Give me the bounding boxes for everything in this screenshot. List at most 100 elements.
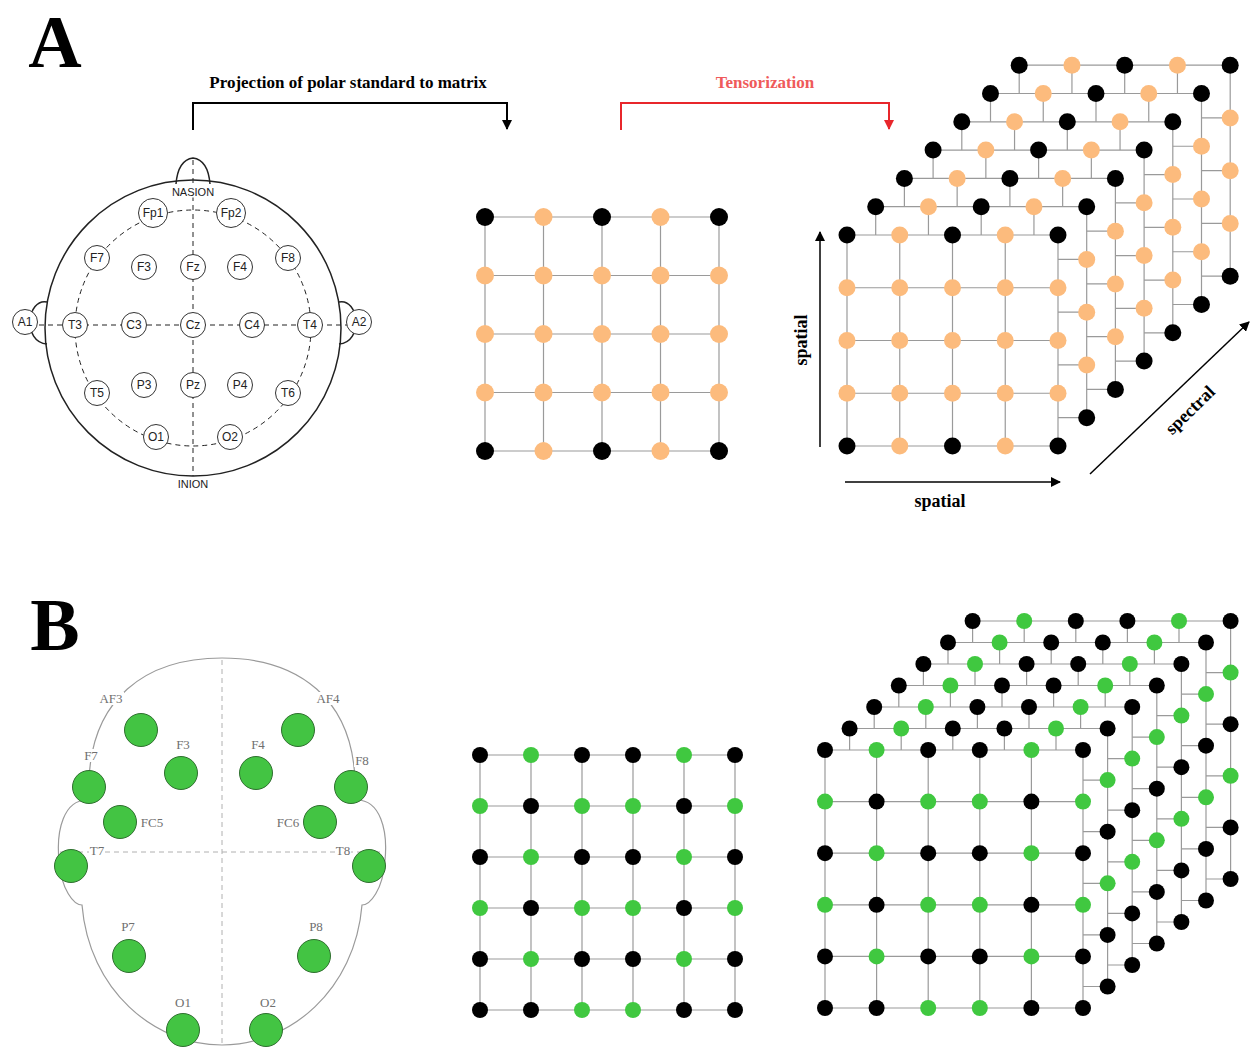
panel-letter: A — [28, 5, 81, 79]
grid-dot — [997, 279, 1014, 296]
grid-dot — [1107, 328, 1124, 345]
grid-dot — [1164, 219, 1181, 236]
electrode-label: F8 — [281, 252, 295, 264]
grid-dot — [625, 1002, 641, 1018]
grid-dot — [727, 849, 743, 865]
grid-dot — [1023, 845, 1039, 861]
grid-dot — [1025, 198, 1042, 215]
grid-dot — [1173, 759, 1189, 775]
grid-line — [825, 853, 1083, 854]
grid-dot — [1173, 811, 1189, 827]
grid-dot — [676, 951, 692, 967]
grid-line — [480, 856, 735, 857]
grid-line — [899, 685, 1157, 686]
electrode-label: Fz — [186, 261, 199, 273]
grid-dot — [1043, 635, 1059, 651]
grid-dot — [972, 845, 988, 861]
grid-dot — [920, 845, 936, 861]
grid-dot — [574, 1002, 590, 1018]
annotation: INION — [176, 479, 211, 490]
grid-line — [1082, 750, 1083, 1008]
grid-dot — [896, 170, 913, 187]
grid-dot — [593, 267, 611, 285]
grid-dot — [1124, 751, 1140, 767]
electrode-dot: P7 — [112, 939, 146, 973]
grid-dot — [1149, 729, 1165, 745]
grid-dot — [1073, 699, 1089, 715]
grid-dot — [472, 849, 488, 865]
grid-dot — [710, 384, 728, 402]
grid-dot — [652, 208, 670, 226]
grid-dot — [997, 385, 1014, 402]
grid-dot — [992, 635, 1008, 651]
grid-dot — [1048, 721, 1064, 737]
grid-line — [825, 801, 1083, 802]
electrode-label: T5 — [90, 387, 104, 399]
grid-dot — [1136, 194, 1153, 211]
grid-dot — [1193, 138, 1210, 155]
electrode-circle: T5 — [84, 380, 110, 406]
grid-dot — [1050, 227, 1067, 244]
grid-dot — [1222, 268, 1239, 285]
grid-dot — [1097, 678, 1113, 694]
grid-dot — [1223, 665, 1239, 681]
electrode-circle: T3 — [62, 312, 88, 338]
electrode-circle: C4 — [239, 312, 265, 338]
grid-dot — [1173, 708, 1189, 724]
electrode-label: A1 — [18, 316, 33, 328]
grid-dot — [625, 951, 641, 967]
grid-dot — [1023, 948, 1039, 964]
electrode-circle: T4 — [297, 312, 323, 338]
grid-dot — [472, 747, 488, 763]
grid-dot — [1050, 332, 1067, 349]
grid-dot — [472, 798, 488, 814]
electrode-circle: F7 — [84, 245, 110, 271]
grid-dot — [1222, 57, 1239, 74]
grid-dot — [920, 742, 936, 758]
axis-label: spatial — [792, 314, 810, 365]
grid-dot — [965, 613, 981, 629]
grid-dot — [1021, 699, 1037, 715]
grid-dot — [1006, 113, 1023, 130]
grid-dot — [1222, 215, 1239, 232]
grid-dot — [1169, 57, 1186, 74]
grid-dot — [994, 678, 1010, 694]
grid-dot — [476, 267, 494, 285]
electrode-label: Fp1 — [143, 207, 164, 219]
grid-dot — [523, 747, 539, 763]
grid-dot — [1078, 409, 1095, 426]
electrode-circle: O2 — [217, 424, 243, 450]
head-a — [30, 158, 356, 476]
grid-dot — [997, 332, 1014, 349]
grid-dot — [1198, 686, 1214, 702]
grid-dot — [869, 897, 885, 913]
grid-dot — [869, 948, 885, 964]
grid-dot — [1198, 893, 1214, 909]
tensor-slice — [817, 742, 1091, 1016]
grid-dot — [476, 325, 494, 343]
grid-dot — [891, 279, 908, 296]
electrode-dot: P8 — [297, 939, 331, 973]
electrode-circle: F8 — [275, 245, 301, 271]
grid-dot — [1149, 936, 1165, 952]
grid-dot — [1112, 113, 1129, 130]
grid-dot — [1054, 170, 1071, 187]
grid-line — [1156, 686, 1157, 944]
grid-dot — [523, 849, 539, 865]
grid-dot — [1100, 824, 1116, 840]
grid-line — [683, 755, 684, 1010]
grid-dot — [1050, 385, 1067, 402]
grid-dot — [839, 385, 856, 402]
grid-dot — [945, 721, 961, 737]
grid-dot — [1223, 819, 1239, 835]
grid-dot — [710, 208, 728, 226]
grid-dot — [1193, 191, 1210, 208]
grid-dot — [625, 798, 641, 814]
grid-dot — [972, 742, 988, 758]
electrode-label: P3 — [137, 379, 152, 391]
grid-dot — [1046, 678, 1062, 694]
electrode-label: F3 — [137, 261, 151, 273]
grid-dot — [944, 227, 961, 244]
annotation: spatial — [914, 492, 965, 510]
